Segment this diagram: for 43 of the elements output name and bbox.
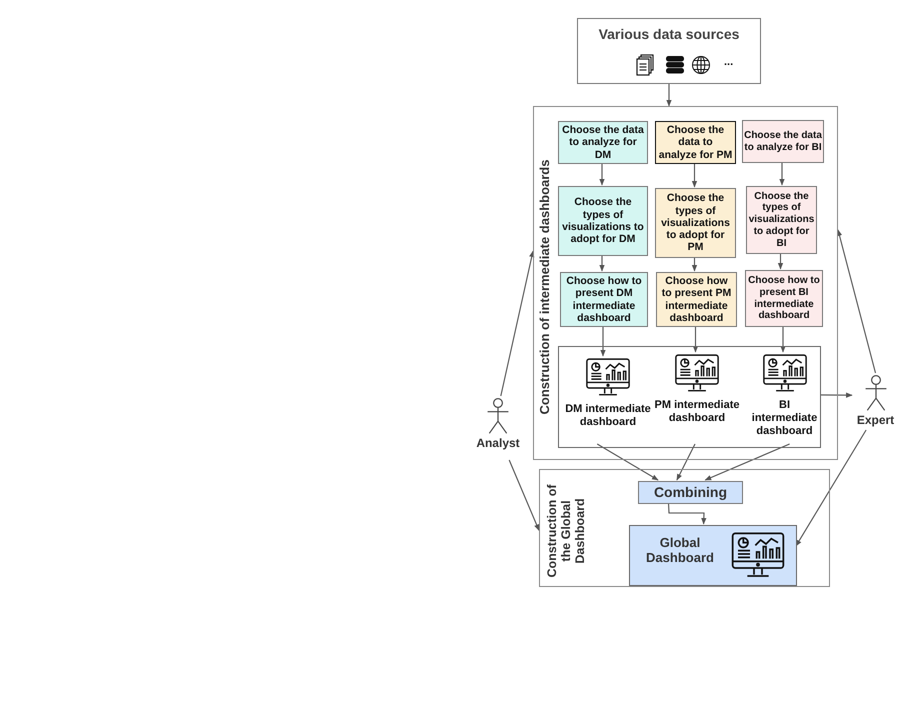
arrow [692, 163, 698, 188]
arrow [599, 255, 605, 272]
group-frame [558, 346, 821, 448]
arrow [692, 257, 698, 272]
group-title: Construction of the Global Dashboard [545, 483, 587, 580]
source-box [577, 18, 761, 84]
group-frame [539, 469, 830, 587]
process-box: Choose the types of visualizations to adopt for PM [655, 188, 736, 258]
arrow [836, 229, 876, 374]
process-box: Choose the data to analyze for DM [558, 121, 648, 164]
dashboard-box [629, 525, 797, 586]
process-box: Choose how to present DM intermediate dashboard [560, 272, 648, 327]
group-title: Construction of intermediate dashboards [538, 158, 552, 416]
arrow [666, 84, 672, 107]
arrow [820, 392, 853, 398]
process-box: Choose how to present PM intermediate dashboard [656, 272, 737, 327]
arrow [668, 502, 706, 525]
arrow [676, 444, 696, 481]
arrow [596, 444, 659, 480]
arrow [692, 326, 698, 353]
process-box: Choose how to present BI intermediate dashboard [745, 270, 823, 327]
process-box: Choose the types of visualizations to adopt for BI [746, 186, 817, 254]
group-frame [533, 106, 838, 460]
actor-label: Expert [856, 413, 896, 427]
arrow [508, 460, 540, 531]
box-title: Various data sources [598, 26, 740, 42]
actor-label: Analyst [475, 436, 521, 450]
arrow [796, 430, 867, 547]
dashboard-label: DM intermediate dashboard [564, 403, 652, 430]
arrow [500, 250, 534, 396]
process-box: Choose the data to analyze for BI [742, 120, 824, 163]
arrow [779, 162, 785, 186]
process-box: Combining [638, 481, 743, 504]
process-box: Choose the types of visualizations to adopt for DM [558, 186, 648, 256]
arrow [780, 326, 786, 353]
dashboard-label: PM intermediate dashboard [654, 399, 740, 426]
arrow [599, 163, 605, 186]
box-title: Global Dashboard [645, 534, 715, 564]
dashboard-label: BI intermediate dashboard [750, 399, 818, 439]
arrow [778, 253, 784, 270]
ellipsis-text: ... [724, 56, 734, 68]
process-box: Choose the data to analyze for PM [655, 121, 736, 164]
arrow [600, 326, 606, 357]
